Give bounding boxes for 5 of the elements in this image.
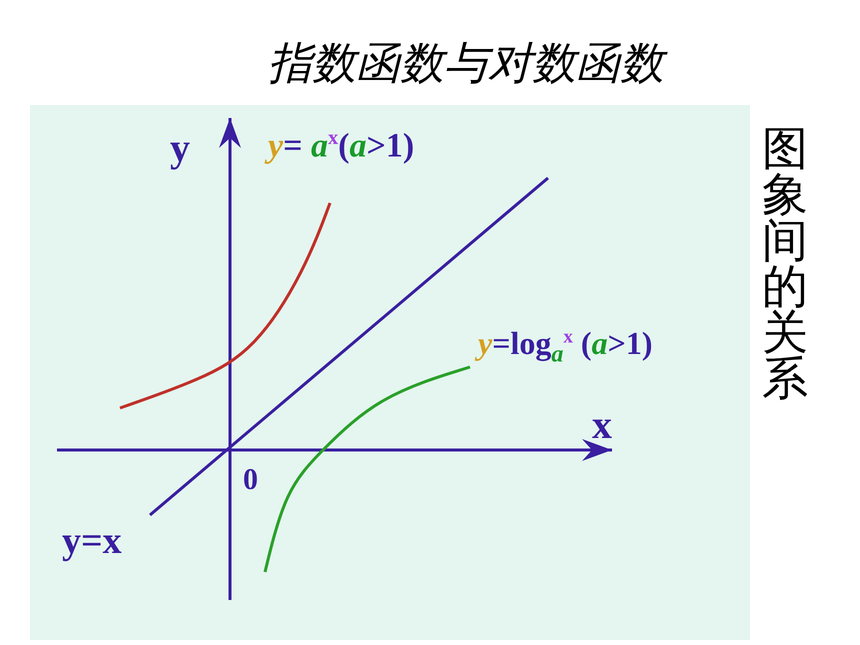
vertical-title: 图象间的关系 [762, 125, 808, 401]
origin-label: 0 [243, 465, 258, 495]
axis-label: y [170, 128, 190, 168]
axis-label: x [592, 405, 612, 445]
line-label: y=x [62, 522, 122, 560]
